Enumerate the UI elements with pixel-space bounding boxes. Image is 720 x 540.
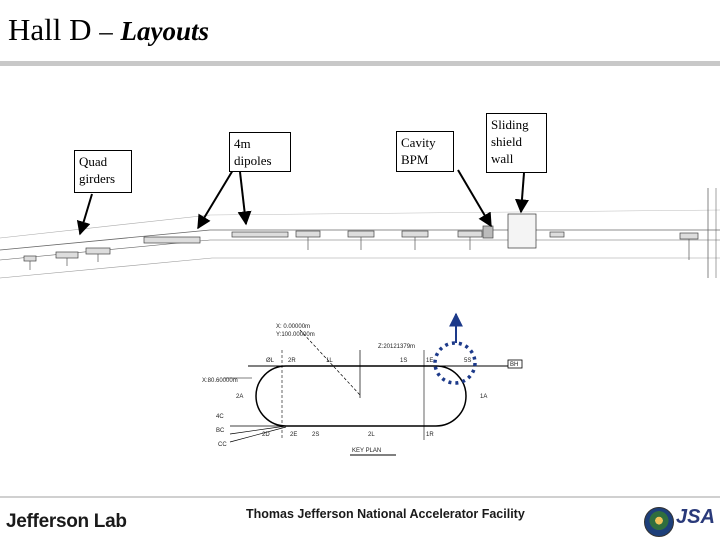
kp-label: 4C	[216, 414, 224, 420]
kp-label: BH	[510, 362, 518, 368]
key-plan: X: 0.00000m Y:100.00000m Z:20121379m X:8…	[202, 312, 523, 456]
component-stands	[29, 237, 690, 270]
callout-cavity-bpm: Cavity BPM	[396, 131, 454, 172]
kp-label: 2S	[312, 432, 319, 438]
callout-line: 4m	[234, 136, 251, 151]
callout-line: dipoles	[234, 153, 272, 168]
kp-label: 2A	[236, 394, 243, 400]
kp-label: 1L	[326, 358, 333, 364]
xy-readout-1: X: 0.00000m	[276, 324, 310, 330]
racetrack-outline	[255, 365, 467, 427]
kp-label: 1S	[400, 358, 407, 364]
title-rule	[0, 61, 720, 66]
facility-name: Thomas Jefferson National Accelerator Fa…	[246, 507, 525, 521]
kp-label: 1R	[426, 432, 434, 438]
kp-label: 2R	[288, 358, 296, 364]
doe-seal-icon	[644, 507, 674, 537]
callout-line: girders	[79, 171, 116, 186]
callout-sliding-wall: Sliding shield wall	[486, 113, 547, 173]
kp-label: 1A	[480, 394, 487, 400]
slide-title: Hall D – Layouts	[8, 12, 209, 48]
callout-line: Cavity	[401, 135, 436, 150]
kp-label: 2E	[290, 432, 297, 438]
kp-label: ØL	[266, 358, 275, 364]
kp-label: BC	[216, 428, 225, 434]
callout-line: BPM	[401, 152, 429, 167]
callout-quad-girders: Quad girders	[74, 150, 132, 193]
kp-label: 1E	[426, 358, 433, 364]
footer-rule	[0, 496, 720, 498]
callout-line: wall	[491, 151, 514, 166]
kp-label: 2L	[368, 432, 375, 438]
title-dash: –	[99, 16, 113, 46]
kp-label: 5S	[464, 358, 471, 364]
kp-label: CC	[218, 442, 227, 448]
xy-readout-2: Y:100.00000m	[276, 332, 315, 338]
callout-line: Sliding	[491, 117, 529, 132]
kp-label: 2D	[262, 432, 270, 438]
title-sub: Layouts	[120, 16, 210, 46]
x-readout: X:80.60000m	[202, 378, 238, 384]
key-plan-title: KEY PLAN	[352, 448, 381, 454]
callout-line: shield	[491, 134, 523, 149]
jsa-logo: JSA	[676, 506, 715, 528]
callout-line: Quad	[79, 154, 108, 169]
z-readout: Z:20121379m	[378, 344, 415, 350]
callout-arrows	[76, 169, 529, 236]
title-main: Hall D	[8, 12, 92, 47]
callout-dipoles: 4m dipoles	[229, 132, 291, 172]
jefferson-lab-logo: Jefferson Lab	[6, 511, 127, 532]
